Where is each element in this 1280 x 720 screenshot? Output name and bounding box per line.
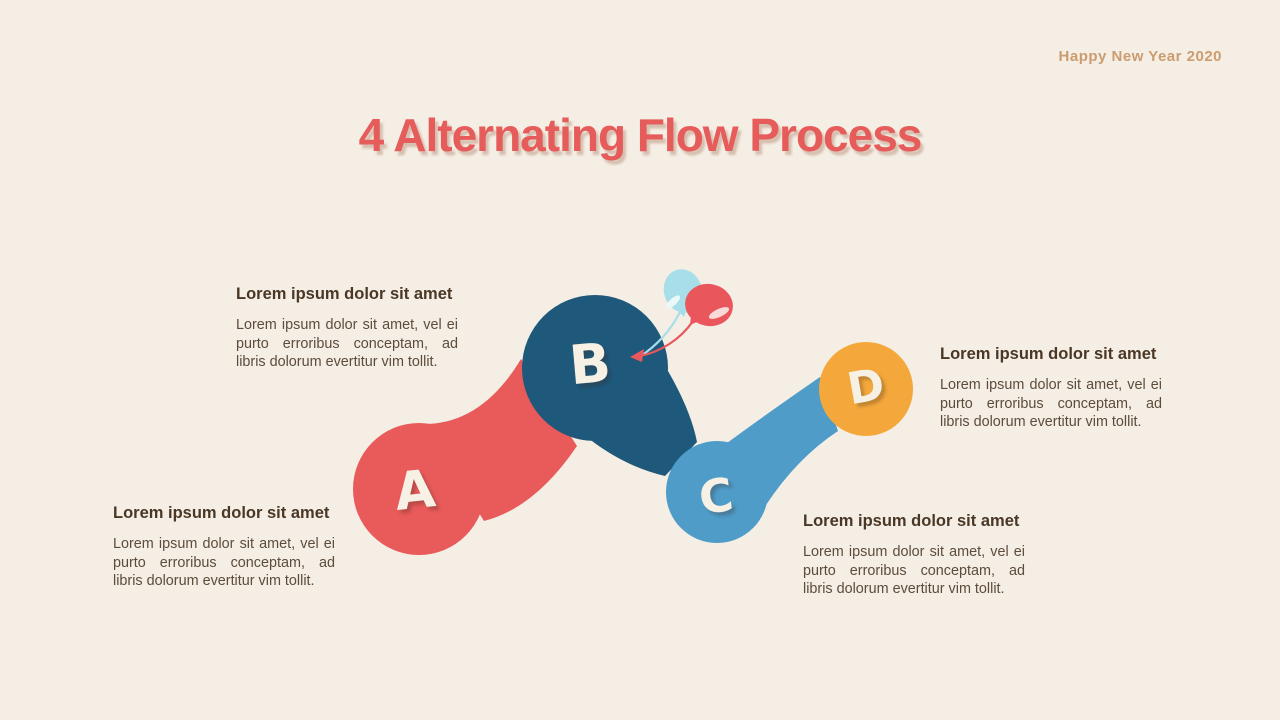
text-block-d-heading: Lorem ipsum dolor sit amet <box>940 345 1157 363</box>
red-balloon-string <box>639 320 694 358</box>
text-block-b-body: Lorem ipsum dolor sit amet, vel ei purto… <box>113 536 335 590</box>
node-b-label: B <box>567 331 614 397</box>
red-balloon-highlight <box>708 307 730 319</box>
text-block-b-heading: Lorem ipsum dolor sit amet <box>113 504 330 522</box>
text-block-b: Lorem ipsum dolor sit amet Lorem ipsum d… <box>113 504 335 591</box>
text-block-d-body: Lorem ipsum dolor sit amet, vel ei purto… <box>940 377 1162 431</box>
watermark-text: Happy New Year 2020 <box>1058 48 1222 65</box>
node-d-circle <box>819 342 913 436</box>
text-block-d: Lorem ipsum dolor sit amet Lorem ipsum d… <box>940 345 1162 432</box>
node-c-label: C <box>696 467 737 525</box>
red-balloon-icon <box>685 283 733 327</box>
node-a-circle <box>353 423 485 555</box>
red-string-arrow-icon <box>630 349 644 362</box>
blue-balloon-highlight <box>665 295 681 309</box>
node-d-label: D <box>844 359 889 416</box>
slide-title: 4 Alternating Flow Process <box>358 109 923 161</box>
text-block-a: Lorem ipsum dolor sit amet Lorem ipsum d… <box>236 285 458 372</box>
text-block-c-heading: Lorem ipsum dolor sit amet <box>803 512 1020 530</box>
text-block-c-body: Lorem ipsum dolor sit amet, vel ei purto… <box>803 544 1025 598</box>
node-a-label: A <box>392 459 438 523</box>
text-block-a-body: Lorem ipsum dolor sit amet, vel ei purto… <box>236 317 458 371</box>
node-b-circle <box>522 295 668 441</box>
node-c-circle <box>666 441 768 543</box>
text-block-a-heading: Lorem ipsum dolor sit amet <box>236 285 453 303</box>
text-block-c: Lorem ipsum dolor sit amet Lorem ipsum d… <box>803 512 1025 599</box>
